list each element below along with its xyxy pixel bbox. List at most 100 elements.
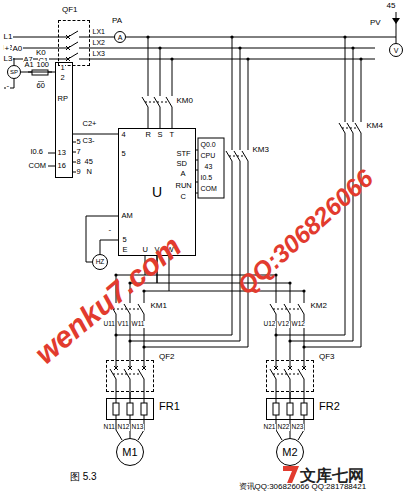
pin-label: C2+	[82, 120, 97, 128]
sensor-symbol: SP	[7, 65, 21, 79]
junction-dot	[351, 46, 354, 49]
node-label: U	[152, 185, 162, 199]
voltmeter-symbol: PVV	[389, 43, 403, 57]
node-label: K0	[36, 49, 46, 57]
pin-label: COM	[28, 162, 47, 170]
plc-box	[198, 138, 224, 198]
junction-dot	[288, 339, 291, 342]
pin-label: N11	[103, 424, 115, 431]
wire-connector	[100, 240, 118, 254]
junction-dot	[114, 333, 117, 336]
node-label: HZ	[96, 259, 105, 266]
junction-dot	[158, 46, 161, 49]
pin-label: T	[169, 131, 175, 139]
pin-label: Q0.0	[200, 141, 216, 148]
node-label: PV	[370, 19, 381, 27]
pin-label: N	[86, 168, 92, 176]
mech-link	[145, 102, 169, 103]
breaker-cross	[302, 366, 306, 370]
breaker-cross	[274, 366, 278, 370]
junction-dot	[146, 35, 149, 38]
breaker-cross	[288, 366, 292, 370]
arrow-head	[392, 18, 400, 24]
pin-label: A	[180, 170, 186, 178]
tap-wire	[116, 37, 361, 347]
node-label: M2	[282, 447, 297, 458]
pin-label: KM3	[252, 146, 269, 154]
pin-label: 资讯QQ:306826066 QQ:281788421	[238, 483, 367, 491]
pin-label: A0	[12, 45, 23, 53]
pin-label: L1	[3, 33, 13, 41]
junction-dot	[288, 281, 291, 284]
pin-label: LX2	[92, 39, 105, 46]
node-label: M1	[122, 447, 137, 458]
pin-label: KM4	[366, 122, 383, 130]
junction-dot	[274, 333, 277, 336]
pin-label: STF	[176, 150, 191, 158]
mech-link	[113, 374, 141, 375]
pin-label: CPU	[200, 152, 216, 159]
signal-wire	[4, 12, 396, 262]
pin-label: 8	[76, 158, 81, 166]
pin-label: S	[157, 131, 163, 139]
figure-caption: 图 5.3	[70, 472, 97, 482]
pin-label: 43	[204, 163, 213, 170]
inverter-box: U	[118, 128, 196, 256]
pin-label: 1	[60, 64, 65, 72]
pin-label: KM2	[310, 302, 327, 310]
pin-label: LX1	[92, 28, 105, 35]
pin-label: -	[108, 226, 112, 234]
ammeter-symbol: PAA	[114, 31, 126, 43]
pin-label: KM0	[176, 97, 193, 105]
pin-label: N23	[291, 424, 304, 431]
pin-label: 45	[386, 2, 396, 10]
thermal-element	[127, 403, 133, 415]
mech-link	[273, 374, 301, 375]
junction-dot	[343, 35, 346, 38]
motor-symbol: M2	[276, 438, 304, 466]
mech-link	[229, 156, 245, 157]
pin-label: U12	[263, 321, 276, 328]
pin-label: I0.6	[30, 148, 44, 156]
node-label: FR1	[159, 401, 180, 412]
pin-label: 13	[57, 149, 66, 157]
pin-label: N21	[263, 424, 276, 431]
junction-dot	[230, 35, 233, 38]
junction-dot	[359, 57, 362, 60]
thermal-element	[273, 403, 279, 415]
pin-label: 7	[76, 148, 81, 156]
pin-label: R	[145, 131, 151, 139]
meter-symbol: HZ	[92, 254, 108, 270]
node-label: A	[118, 34, 123, 41]
pin-label: SD	[176, 160, 187, 168]
pin-label: L3	[3, 55, 13, 63]
relay-box: FR2	[266, 398, 314, 420]
pin-label: V11	[117, 321, 129, 328]
breaker-cross	[142, 366, 146, 370]
pin-label: LX3	[92, 50, 105, 57]
wire-connector	[90, 37, 114, 38]
pin-label: 9	[76, 168, 81, 176]
breaker-cross	[66, 35, 70, 39]
pin-label: C	[180, 193, 186, 201]
pin-label: I0.5	[200, 174, 213, 181]
pin-label: -	[6, 82, 10, 90]
pin-label: W11	[131, 321, 145, 328]
breaker-cross	[114, 366, 118, 370]
pin-label: 5	[76, 138, 81, 146]
junction-dot	[302, 345, 305, 348]
node-label: PA	[112, 17, 122, 25]
pin-label: KM1	[150, 302, 167, 310]
pin-label: A1	[24, 61, 34, 69]
node-label: QF3	[319, 353, 335, 361]
watermark: wenku7.com	[29, 231, 186, 370]
pin-label: 16	[57, 162, 66, 170]
pin-label: 4	[121, 131, 126, 139]
pin-label: RUN	[175, 182, 192, 190]
pin-label: COM	[200, 185, 217, 192]
thermal-element	[113, 403, 119, 415]
node-label: QF1	[62, 6, 78, 14]
watermark: QQ:306826066	[233, 165, 378, 299]
pin-label: C3-	[82, 137, 95, 145]
pin-label: W12	[291, 321, 305, 328]
